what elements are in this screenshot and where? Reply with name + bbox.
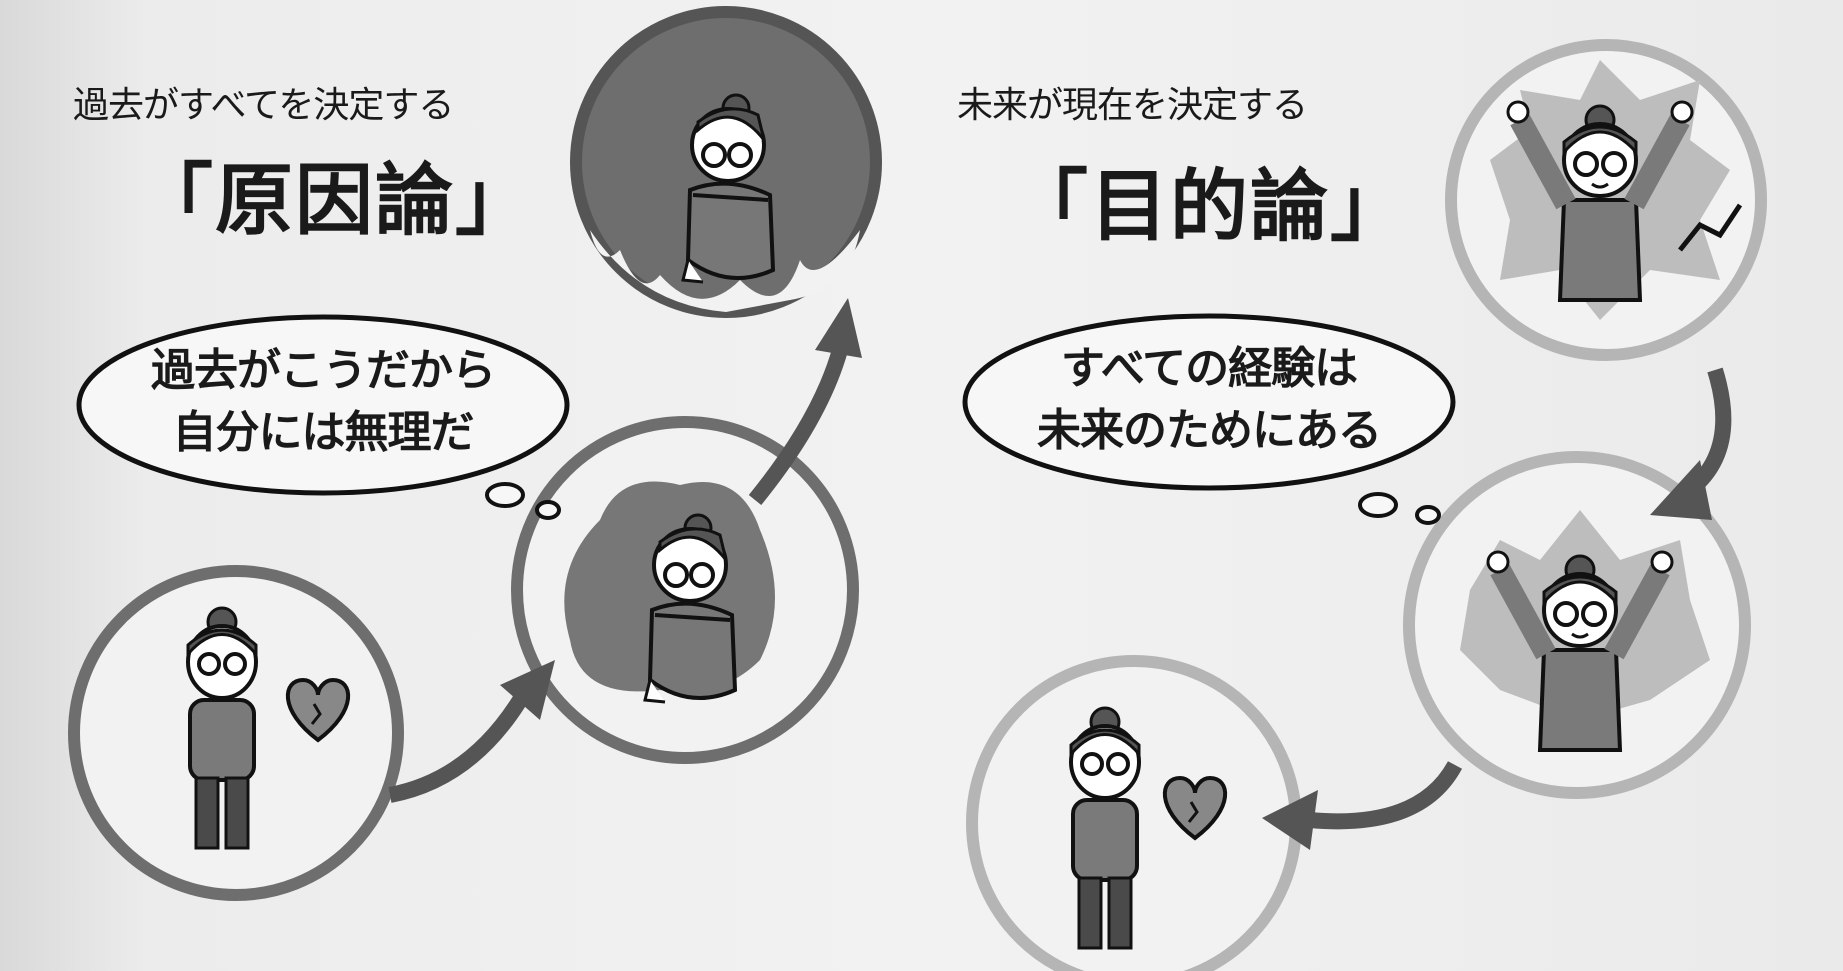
arrowhead-1	[500, 660, 555, 720]
bubble-line: 未来のためにある	[1037, 405, 1382, 456]
left-bubble-text: 過去がこうだから 自分には無理だ	[100, 340, 546, 464]
right-bubble-text: すべての経験は 未来のためにある	[986, 338, 1432, 462]
bubble-line: 自分には無理だ	[172, 407, 475, 458]
despair-circle	[570, 6, 882, 318]
bubble-line: すべての経験は	[1060, 343, 1358, 394]
arrowhead-3	[1650, 460, 1712, 520]
speech-bubble-right	[962, 313, 1456, 525]
bubble-line: 過去がこうだから	[151, 345, 496, 396]
speech-bubble-left	[76, 314, 570, 520]
arrowhead-4	[1262, 790, 1318, 850]
arrowhead-2	[815, 298, 862, 358]
joy-circle	[1403, 451, 1751, 799]
left-subtitle: 過去がすべてを決定する	[73, 85, 454, 126]
worry-circle	[511, 416, 859, 764]
arrow-up-left-2	[748, 347, 848, 506]
triumph-circle	[1445, 39, 1767, 361]
right-title: 「目的論」	[1010, 162, 1411, 252]
left-title: 「原因論」	[135, 156, 536, 246]
heartbreak-circle-left	[68, 565, 404, 901]
arrow-down-right-2	[1309, 760, 1463, 830]
arrow-up-left-1	[388, 695, 527, 803]
heartbreak-circle-right	[966, 655, 1302, 971]
right-subtitle: 未来が現在を決定する	[957, 85, 1308, 126]
